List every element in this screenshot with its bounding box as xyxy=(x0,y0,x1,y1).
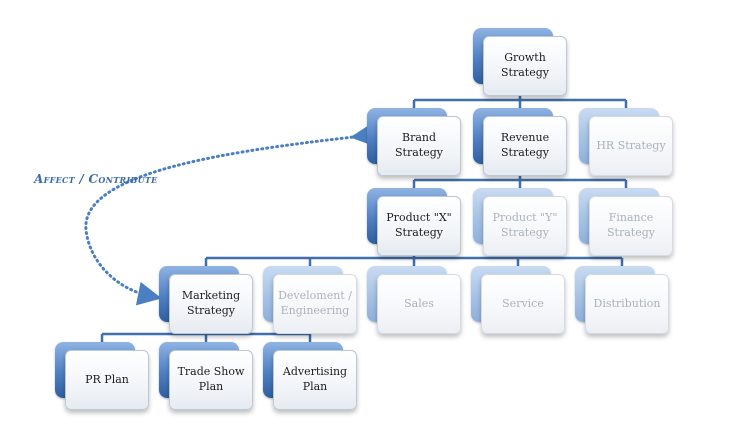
node-advertising-plan: Advertising Plan xyxy=(263,342,357,412)
node-label: Distribution xyxy=(585,274,669,334)
node-pr-plan: PR Plan xyxy=(55,342,149,412)
node-revenue-strategy: Revenue Strategy xyxy=(473,108,567,178)
node-label: HR Strategy xyxy=(589,116,673,176)
node-label: PR Plan xyxy=(65,350,149,410)
node-label: Develoment / Engineering xyxy=(273,274,357,334)
node-sales: Sales xyxy=(367,266,461,336)
affect-contribute-label: Affect / Contribute xyxy=(34,172,158,186)
node-label: Product "Y" Strategy xyxy=(483,196,567,256)
node-trade-show-plan: Trade Show Plan xyxy=(159,342,253,412)
node-marketing-strategy: Marketing Strategy xyxy=(159,266,253,336)
node-distribution: Distribution xyxy=(575,266,669,336)
node-product-x-strategy: Product "X" Strategy xyxy=(367,188,461,258)
node-finance-strategy: Finance Strategy xyxy=(579,188,673,258)
node-product-y-strategy: Product "Y" Strategy xyxy=(473,188,567,258)
node-label: Service xyxy=(481,274,565,334)
node-hr-strategy: HR Strategy xyxy=(579,108,673,178)
node-label: Brand Strategy xyxy=(377,116,461,176)
affect-contribute-arrow xyxy=(84,122,376,306)
node-label: Revenue Strategy xyxy=(483,116,567,176)
node-development-engineering: Develoment / Engineering xyxy=(263,266,357,336)
node-label: Advertising Plan xyxy=(273,350,357,410)
node-brand-strategy: Brand Strategy xyxy=(367,108,461,178)
node-label: Marketing Strategy xyxy=(169,274,253,334)
node-label: Sales xyxy=(377,274,461,334)
node-service: Service xyxy=(471,266,565,336)
node-label: Trade Show Plan xyxy=(169,350,253,410)
node-label: Growth Strategy xyxy=(483,36,567,96)
node-label: Product "X" Strategy xyxy=(377,196,461,256)
node-label: Finance Strategy xyxy=(589,196,673,256)
node-growth-strategy: Growth Strategy xyxy=(473,28,567,98)
